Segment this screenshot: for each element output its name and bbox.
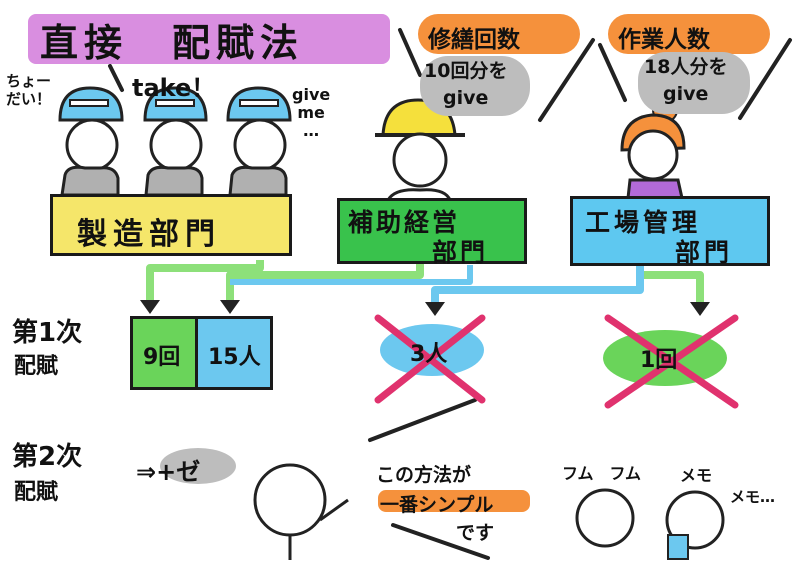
- note-taker-speech: メモ: [680, 466, 713, 485]
- workers-share-value: 15人: [208, 345, 261, 370]
- speaker-figure: [253, 463, 349, 560]
- simplicity-note-line3: です: [456, 522, 495, 544]
- second-allocation-label-line2: 配賦: [14, 480, 59, 505]
- production-dept-box: 製造部門: [50, 194, 292, 256]
- repair-give-text: 10回分を give: [424, 60, 508, 109]
- aux-dept-box: 補助経営 部門: [337, 198, 527, 267]
- speech-give-me: give me …: [292, 85, 331, 140]
- listener-figure: [575, 488, 635, 548]
- worker-figure: [226, 86, 292, 197]
- aux-workers-value: 3人: [410, 342, 448, 367]
- cross-mark: [374, 314, 486, 404]
- workers-give-bubble: [638, 52, 750, 114]
- result-bubble: [160, 448, 236, 484]
- simplicity-note-line2: 一番シンプル: [380, 494, 494, 516]
- repair-count-bubble: [418, 14, 580, 54]
- first-allocation-label-line1: 第1次: [12, 318, 83, 348]
- workers-share-box: 15人: [195, 316, 273, 390]
- simplicity-note-line1: この方法が: [376, 464, 472, 486]
- repair-give-bubble: [420, 56, 530, 116]
- cross-mark: [604, 314, 739, 409]
- allocation-arrows: [140, 260, 710, 316]
- aux-dept-label-line2: 部門: [432, 238, 489, 267]
- title-highlight: [28, 14, 390, 64]
- page-title: 直接 配賦法: [40, 21, 305, 65]
- workers-give-text: 18人分を give: [644, 56, 728, 105]
- first-allocation-label-line2: 配賦: [14, 354, 59, 379]
- production-dept-label: 製造部門: [77, 217, 221, 252]
- repair-count-label: 修繕回数: [428, 27, 520, 53]
- highlight-band: [378, 490, 530, 512]
- listener-speech: フム フム: [562, 464, 642, 483]
- workers-count-bubble: [608, 14, 770, 54]
- note-taker-figure: [665, 490, 725, 560]
- factory-dept-box: 工場管理 部門: [570, 196, 770, 267]
- repair-share-value: 9回: [143, 345, 181, 370]
- second-allocation-label-line1: 第2次: [12, 442, 83, 472]
- factory-repair-value: 1回: [640, 348, 678, 373]
- factory-dept-label-line1: 工場管理: [585, 208, 702, 237]
- factory-dept-label-line2: 部門: [675, 238, 734, 267]
- decorative-strokes: [108, 28, 792, 560]
- aux-dept-label-line1: 補助経営: [348, 208, 461, 237]
- worker-figure: [58, 86, 124, 197]
- speech-chodai: ちょー だい！: [6, 72, 52, 108]
- speech-take: take！: [132, 74, 216, 102]
- second-allocation-result: ⇒+ゼ: [136, 458, 201, 486]
- repair-share-box: 9回: [130, 316, 198, 390]
- worker-figure: [143, 86, 208, 197]
- note-taker-speech-2: メモ…: [730, 488, 776, 506]
- production-workers: [58, 86, 292, 197]
- workers-count-label: 作業人数: [618, 27, 710, 53]
